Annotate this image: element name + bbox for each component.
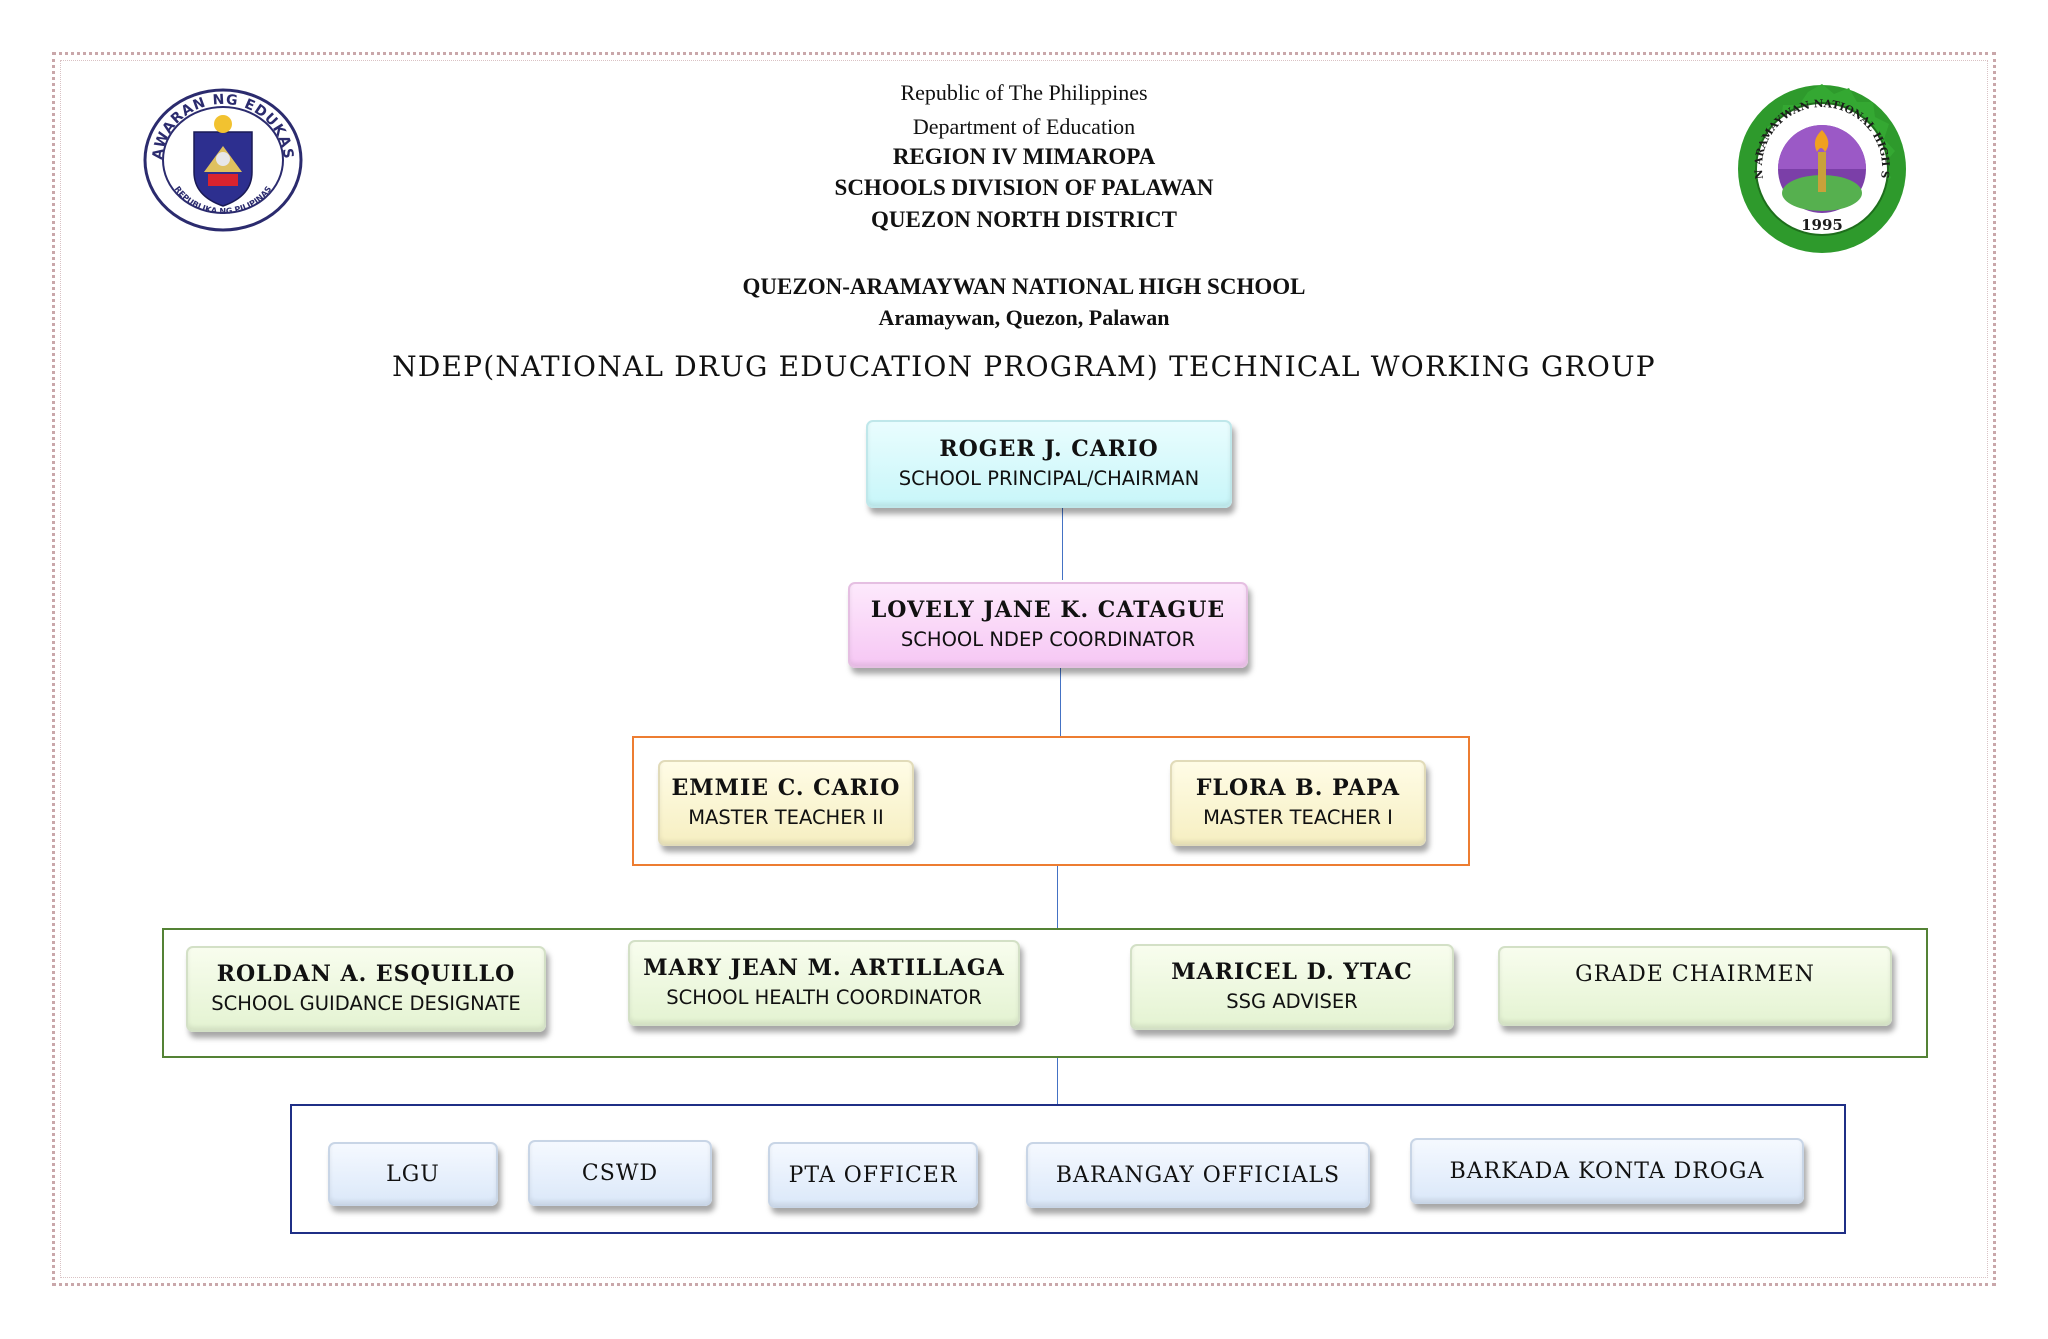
- master-teacher-role: MASTER TEACHER II: [688, 806, 884, 829]
- connector-coordinator-masters: [1060, 668, 1061, 736]
- staff-label: GRADE CHAIRMEN: [1575, 962, 1815, 987]
- partner-label: PTA OFFICER: [788, 1162, 958, 1188]
- staff-name: MARICEL D. YTAC: [1171, 959, 1413, 985]
- page-title: NDEP(NATIONAL DRUG EDUCATION PROGRAM) TE…: [392, 350, 1656, 383]
- staff-node: GRADE CHAIRMEN: [1498, 946, 1892, 1026]
- staff-node: MARICEL D. YTAC SSG ADVISER: [1130, 944, 1454, 1030]
- header-republic: Republic of The Philippines: [900, 80, 1148, 105]
- partner-label: BARANGAY OFFICIALS: [1055, 1162, 1341, 1188]
- partner-node: LGU: [328, 1142, 498, 1206]
- master-teacher-node: EMMIE C. CARIO MASTER TEACHER II: [658, 760, 914, 846]
- partner-node: BARANGAY OFFICIALS: [1026, 1142, 1370, 1208]
- header-district: QUEZON NORTH DISTRICT: [871, 207, 1177, 232]
- staff-node: MARY JEAN M. ARTILLAGA SCHOOL HEALTH COO…: [628, 940, 1020, 1026]
- chairman-role: SCHOOL PRINCIPAL/CHAIRMAN: [898, 467, 1200, 490]
- chairman-name: ROGER J. CARIO: [939, 436, 1159, 462]
- partner-node: CSWD: [528, 1140, 712, 1206]
- coordinator-name: LOVELY JANE K. CATAGUE: [870, 597, 1226, 623]
- school-seal-logo: QUEZON ARAMAYWAN NATIONAL HIGH SCHOOL 19…: [1728, 73, 1911, 256]
- page-border-inner: [60, 60, 1988, 1278]
- connector-chairman-coordinator: [1062, 508, 1063, 580]
- partner-label: CSWD: [581, 1160, 659, 1186]
- partner-label: BARKADA KONTA DROGA: [1449, 1158, 1765, 1184]
- deped-seal-logo: KAGAWARAN NG EDUKASYON REPUBLIKA NG PILI…: [136, 72, 304, 232]
- master-teacher-name: EMMIE C. CARIO: [671, 775, 901, 801]
- header-division: SCHOOLS DIVISION OF PALAWAN: [834, 175, 1214, 200]
- partner-node: BARKADA KONTA DROGA: [1410, 1138, 1804, 1204]
- partners-group: [290, 1104, 1846, 1234]
- page-border: [52, 52, 1996, 1286]
- school-year-text: 1995: [1801, 216, 1843, 234]
- header-address: Aramaywan, Quezon, Palawan: [878, 305, 1170, 330]
- staff-name: ROLDAN A. ESQUILLO: [216, 961, 516, 987]
- connector-masters-staff: [1057, 866, 1058, 928]
- chairman-node: ROGER J. CARIO SCHOOL PRINCIPAL/CHAIRMAN: [866, 420, 1232, 508]
- staff-role: SCHOOL HEALTH COORDINATOR: [666, 986, 982, 1009]
- master-teacher-name: FLORA B. PAPA: [1195, 775, 1401, 801]
- master-teacher-role: MASTER TEACHER I: [1203, 806, 1393, 829]
- master-teachers-group: [632, 736, 1470, 866]
- connector-staff-partners: [1057, 1058, 1058, 1106]
- staff-role: SSG ADVISER: [1226, 990, 1358, 1013]
- master-teacher-node: FLORA B. PAPA MASTER TEACHER I: [1170, 760, 1426, 846]
- staff-group: [162, 928, 1928, 1058]
- partner-label: LGU: [386, 1161, 440, 1187]
- staff-role: SCHOOL GUIDANCE DESIGNATE: [211, 992, 521, 1015]
- header-department: Department of Education: [912, 114, 1136, 139]
- coordinator-role: SCHOOL NDEP COORDINATOR: [900, 628, 1196, 651]
- coordinator-node: LOVELY JANE K. CATAGUE SCHOOL NDEP COORD…: [848, 582, 1248, 668]
- partner-node: PTA OFFICER: [768, 1142, 978, 1208]
- header-region: REGION IV MIMAROPA: [892, 144, 1156, 169]
- header-school-name: QUEZON-ARAMAYWAN NATIONAL HIGH SCHOOL: [742, 274, 1306, 299]
- staff-node: ROLDAN A. ESQUILLO SCHOOL GUIDANCE DESIG…: [186, 946, 546, 1032]
- staff-name: MARY JEAN M. ARTILLAGA: [643, 955, 1005, 981]
